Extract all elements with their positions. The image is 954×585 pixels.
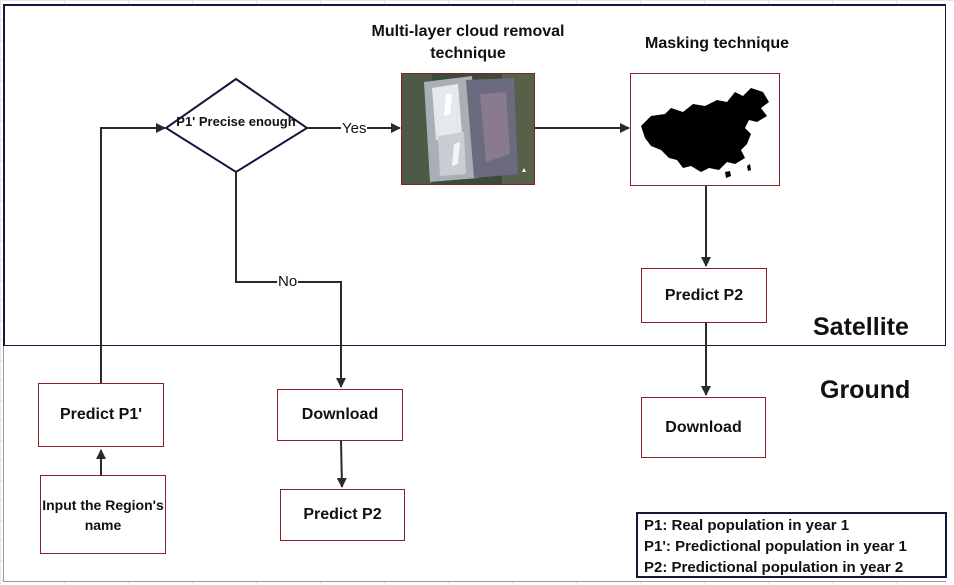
download-box-right: Download xyxy=(641,397,766,458)
download-box-left: Download xyxy=(277,389,403,441)
predict-p2-box-left: Predict P2 xyxy=(280,489,405,541)
satellite-scene-icon xyxy=(402,74,534,184)
yes-label: Yes xyxy=(341,120,368,137)
ground-zone-label: Ground xyxy=(820,376,911,404)
cloud-removal-image xyxy=(401,73,535,185)
no-label: No xyxy=(277,273,299,290)
legend-item-p1-prime: P1': Predictional population in year 1 xyxy=(644,538,907,555)
legend-item-p1: P1: Real population in year 1 xyxy=(644,517,850,534)
cloud-removal-heading: Multi-layer cloud removal technique xyxy=(371,23,565,62)
input-region-box: Input the Region's name xyxy=(40,475,166,554)
legend-box: P1: Real population in year 1 P1': Predi… xyxy=(636,512,947,578)
predict-p1-prime-box: Predict P1' xyxy=(38,383,164,447)
legend-item-p2: P2: Predictional population in year 2 xyxy=(644,559,904,576)
masking-image xyxy=(630,73,780,186)
masking-heading: Masking technique xyxy=(644,35,790,52)
grid-edge-mask xyxy=(946,4,954,582)
country-mask-icon xyxy=(631,74,779,185)
decision-label: P1' Precise enough xyxy=(176,114,296,129)
predict-p2-box-satellite: Predict P2 xyxy=(641,268,767,323)
satellite-zone-label: Satellite xyxy=(813,313,909,341)
